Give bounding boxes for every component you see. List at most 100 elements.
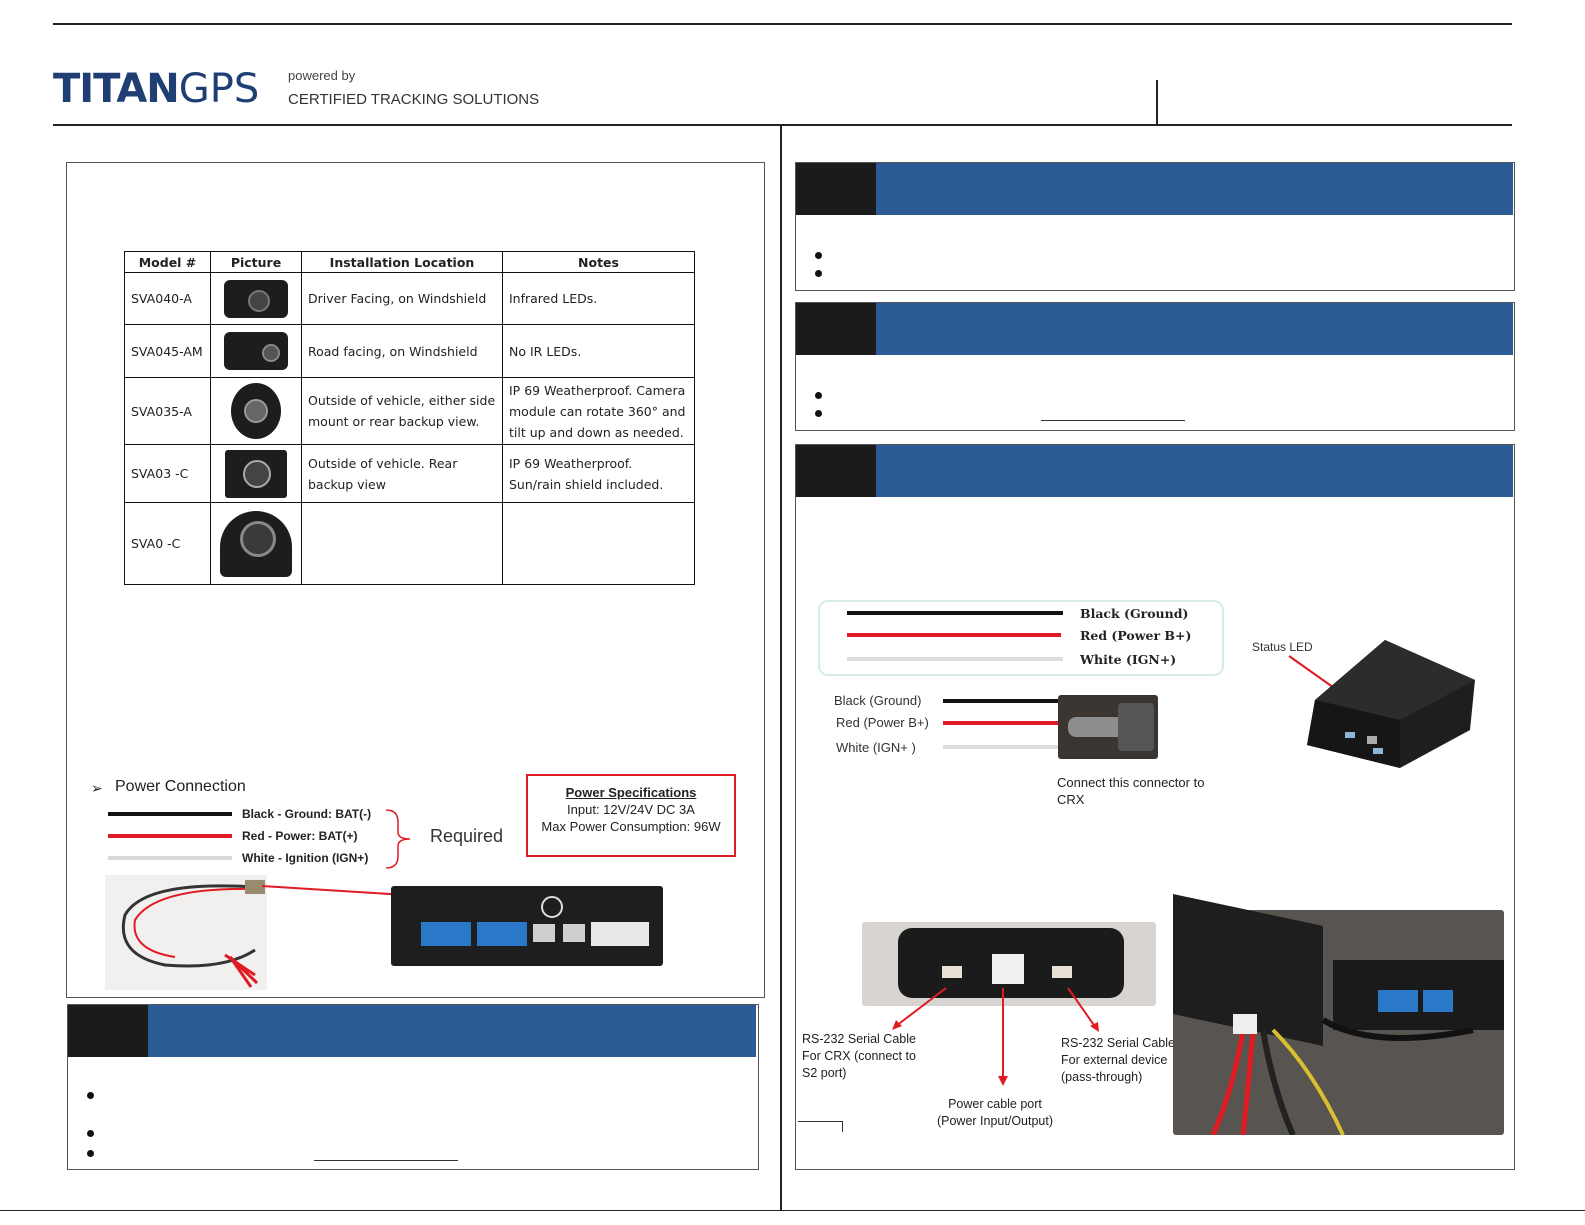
harness-cable-icon bbox=[121, 880, 265, 988]
location-cell: Road facing, on Windshield bbox=[301, 324, 503, 378]
white-wire-line bbox=[108, 856, 232, 860]
black-wire-line bbox=[847, 611, 1063, 615]
notes-cell: Infrared LEDs. bbox=[502, 272, 695, 325]
bullet-dot bbox=[87, 1150, 94, 1157]
picture-cell bbox=[210, 444, 302, 503]
red-wire-label: Red - Power: BAT(+) bbox=[242, 829, 358, 843]
white-ign-label: White (IGN+ ) bbox=[836, 740, 916, 755]
red-wire-line bbox=[847, 633, 1061, 637]
section-number-block bbox=[68, 1005, 148, 1057]
bullet-dot bbox=[815, 392, 822, 399]
notes-cell: No IR LEDs. bbox=[502, 324, 695, 378]
section-header-bar bbox=[148, 1005, 756, 1057]
top-rule bbox=[53, 23, 1512, 25]
section-header-bar bbox=[876, 163, 1513, 215]
connect-note-label: Connect this connector to CRX bbox=[1057, 775, 1205, 807]
picture-cell bbox=[210, 272, 302, 325]
black-wire-label: Black - Ground: BAT(-) bbox=[242, 807, 372, 821]
company-name: CERTIFIED TRACKING SOLUTIONS bbox=[288, 91, 540, 108]
picture-cell bbox=[210, 377, 302, 445]
model-cell: SVA045-AM bbox=[124, 324, 211, 378]
white-ign-label: White (IGN+) bbox=[1080, 652, 1177, 667]
red-power-label: Red (Power B+) bbox=[1080, 628, 1192, 643]
table-header-row: Model # Picture Installation Location No… bbox=[124, 251, 695, 273]
installation-photo bbox=[1173, 894, 1504, 1135]
white-wire-line bbox=[943, 745, 1060, 749]
black-wire-line bbox=[943, 699, 1060, 703]
arrow-bullet-icon: ➢ bbox=[91, 780, 103, 796]
logo-gps-text: GPS bbox=[178, 66, 260, 112]
required-label: Required bbox=[430, 826, 504, 846]
small-bracket-mark bbox=[798, 1121, 843, 1132]
location-cell: Outside of vehicle. Rear backup view bbox=[301, 444, 503, 503]
bullet-dot bbox=[815, 410, 822, 417]
section-number-block bbox=[796, 445, 876, 497]
connector-photo bbox=[1058, 695, 1158, 759]
dvr-unit-photo bbox=[391, 886, 663, 966]
bullet-dot bbox=[815, 252, 822, 259]
table-row: SVA035-A Outside of vehicle, either side… bbox=[124, 377, 695, 445]
underline-mark bbox=[1041, 420, 1185, 421]
rs232-external-label: RS-232 Serial Cable For external device … bbox=[1061, 1036, 1175, 1084]
bullet-dot bbox=[87, 1130, 94, 1137]
white-wire-line bbox=[847, 657, 1063, 661]
col-model: Model # bbox=[124, 251, 211, 273]
dashcam-road-image bbox=[224, 332, 288, 370]
bullet-dot bbox=[815, 270, 822, 277]
titangps-logo: TITANGPS bbox=[53, 64, 259, 123]
location-cell bbox=[301, 502, 503, 585]
power-spec-input: Input: 12V/24V DC 3A bbox=[567, 802, 695, 817]
bottom-rule bbox=[0, 1210, 1585, 1211]
red-wire-line bbox=[108, 834, 232, 838]
power-connection-title: Power Connection bbox=[115, 778, 246, 795]
brace-icon bbox=[385, 809, 411, 869]
power-port-label: Power cable port (Power Input/Output) bbox=[936, 1097, 1054, 1128]
crx-ports-photo bbox=[862, 922, 1156, 1006]
white-wire-label: White - Ignition (IGN+) bbox=[242, 851, 369, 865]
logo-titan-text: TITAN bbox=[53, 66, 180, 112]
table-row: SVA040-A Driver Facing, on Windshield In… bbox=[124, 272, 695, 325]
table-row: SVA0 -C bbox=[124, 502, 695, 585]
model-cell: SVA0 -C bbox=[124, 502, 211, 585]
status-led-label: Status LED bbox=[1252, 640, 1313, 654]
section-header-bar bbox=[876, 445, 1513, 497]
header-rule bbox=[53, 124, 1512, 126]
model-cell: SVA040-A bbox=[124, 272, 211, 325]
powered-by-text: powered by bbox=[288, 68, 356, 83]
underline-mark bbox=[314, 1160, 458, 1161]
black-ground-label: Black (Ground) bbox=[1080, 606, 1189, 621]
location-cell: Driver Facing, on Windshield bbox=[301, 272, 503, 325]
crx-device-image bbox=[1305, 640, 1480, 768]
bullet-dot bbox=[87, 1092, 94, 1099]
header-divider bbox=[1156, 80, 1158, 124]
section-header-bar bbox=[876, 303, 1513, 355]
black-ground-label: Black (Ground) bbox=[834, 693, 922, 708]
power-harness-photo bbox=[105, 875, 267, 990]
table-row: SVA045-AM Road facing, on Windshield No … bbox=[124, 324, 695, 378]
model-cell: SVA03 -C bbox=[124, 444, 211, 503]
side-camera-image bbox=[231, 383, 281, 439]
section-number-block bbox=[796, 303, 876, 355]
column-divider bbox=[780, 126, 782, 1211]
port-arrows bbox=[892, 987, 1099, 1086]
red-power-label: Red (Power B+) bbox=[836, 715, 929, 730]
model-cell: SVA035-A bbox=[124, 377, 211, 445]
notes-cell: IP 69 Weatherproof. Camera module can ro… bbox=[502, 377, 695, 445]
location-cell: Outside of vehicle, either side mount or… bbox=[301, 377, 503, 445]
power-spec-title: Power Specifications bbox=[565, 785, 697, 800]
table-row: SVA03 -C Outside of vehicle. Rear backup… bbox=[124, 444, 695, 503]
col-picture: Picture bbox=[210, 251, 302, 273]
notes-cell bbox=[502, 502, 695, 585]
black-wire-line bbox=[108, 812, 232, 816]
col-location: Installation Location bbox=[301, 251, 503, 273]
notes-cell: IP 69 Weatherproof. Sun/rain shield incl… bbox=[502, 444, 695, 503]
power-spec-box: Power Specifications Input: 12V/24V DC 3… bbox=[526, 774, 736, 857]
col-notes: Notes bbox=[502, 251, 695, 273]
dome-camera-image bbox=[220, 510, 292, 577]
picture-cell bbox=[210, 324, 302, 378]
wire-legend-box bbox=[818, 600, 1224, 676]
camera-table: Model # Picture Installation Location No… bbox=[124, 251, 695, 585]
power-spec-max: Max Power Consumption: 96W bbox=[541, 819, 721, 834]
rs232-crx-label: RS-232 Serial Cable For CRX (connect to … bbox=[802, 1032, 916, 1080]
backup-camera-image bbox=[225, 449, 287, 498]
